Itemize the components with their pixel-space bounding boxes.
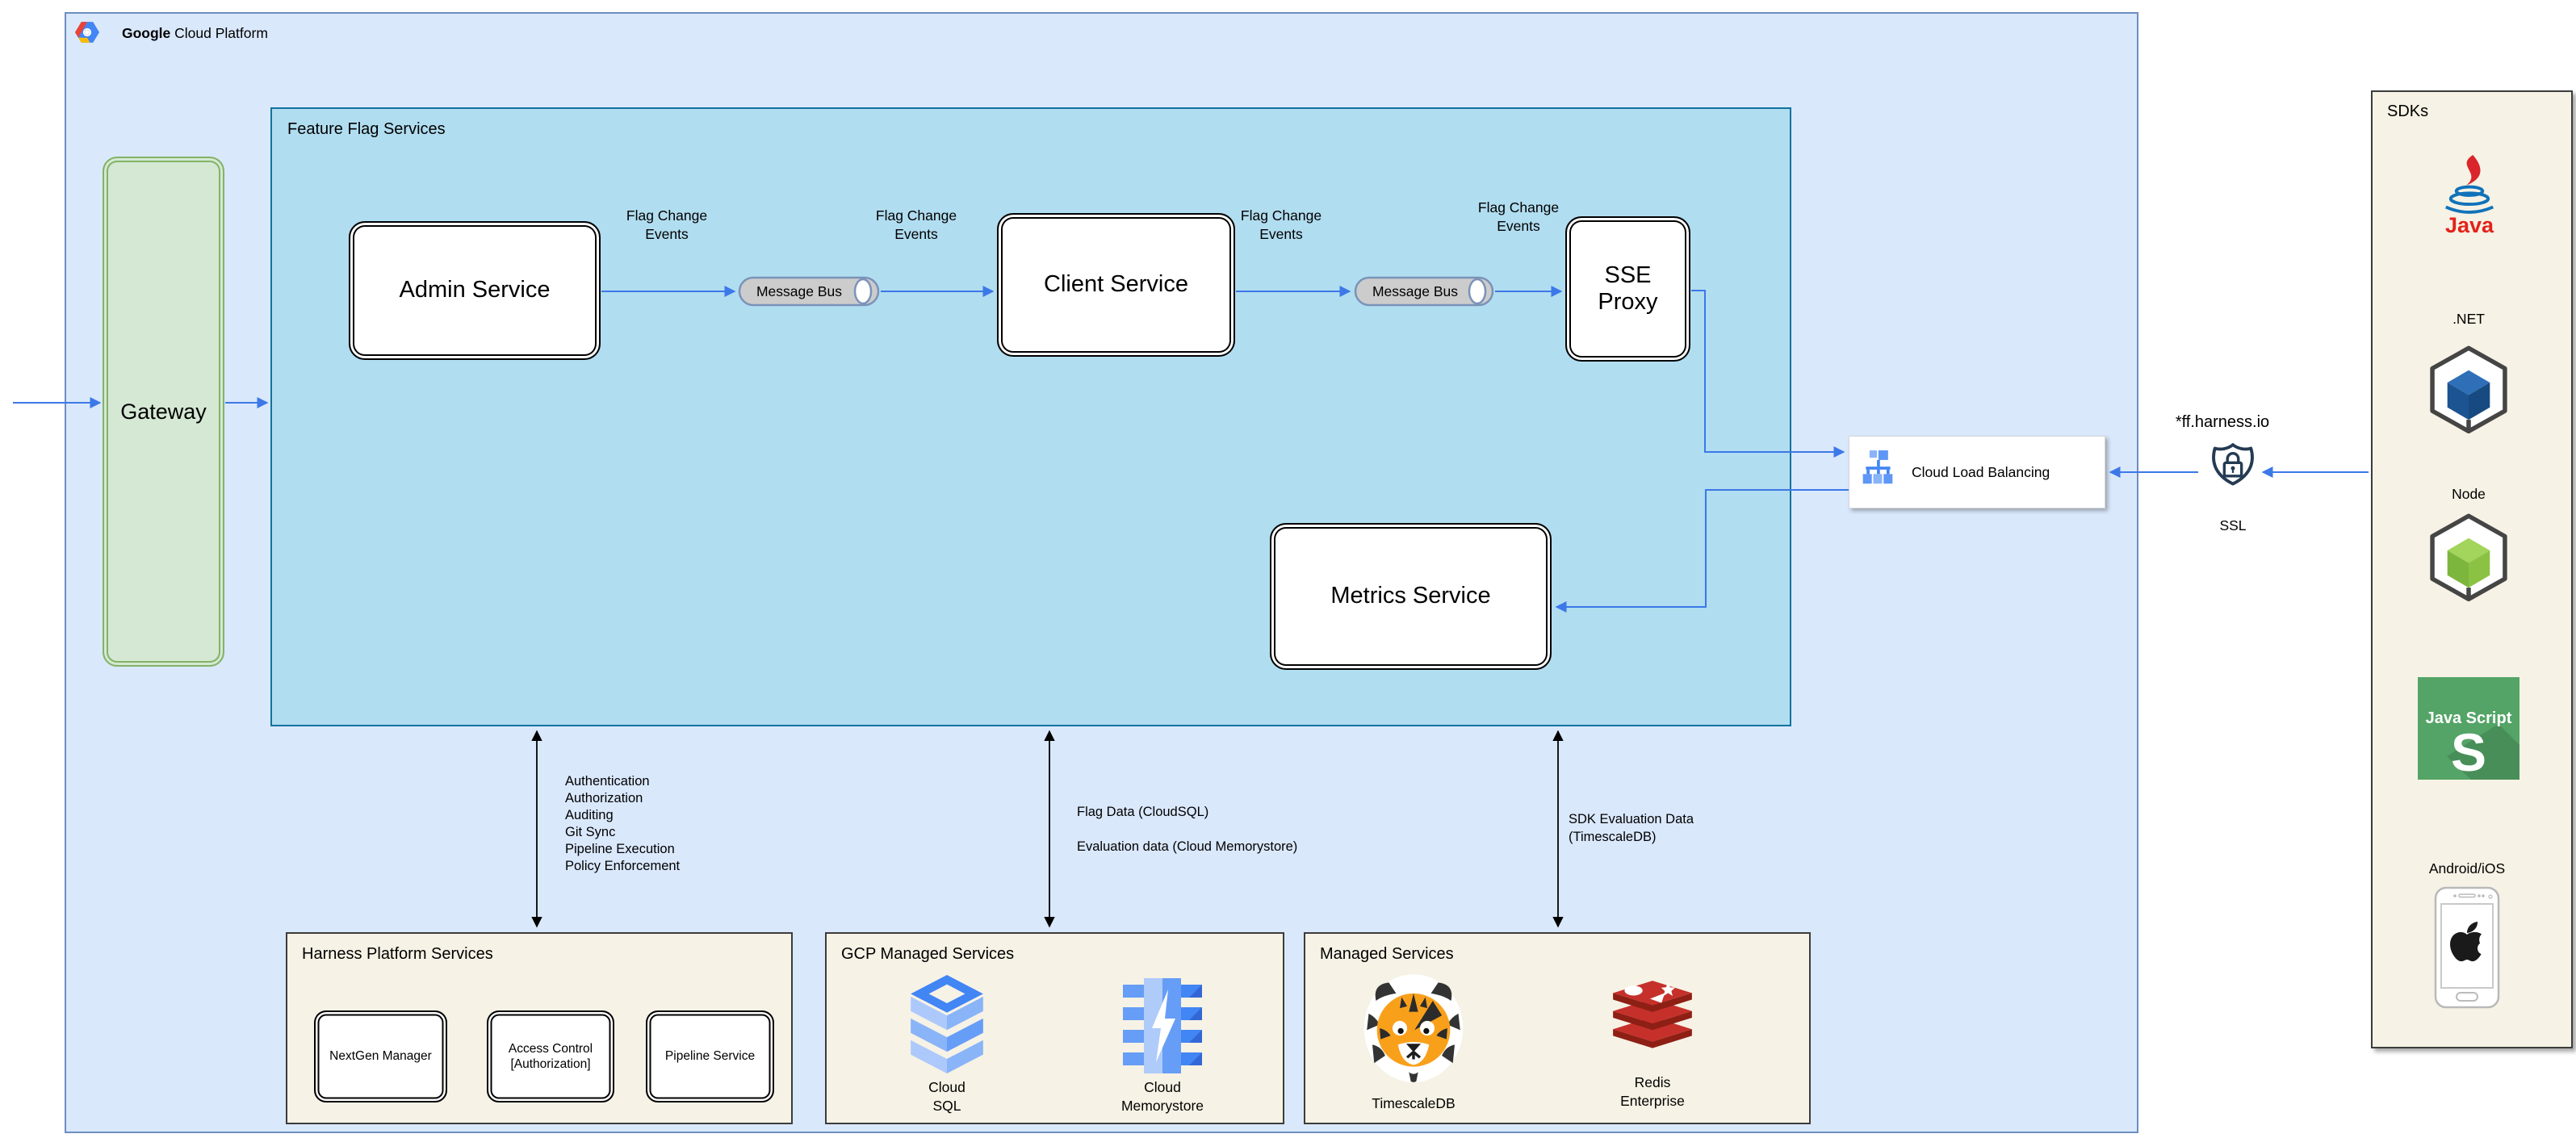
sse-proxy-node: SSE Proxy (1565, 216, 1690, 362)
annotation-line: Authentication (565, 774, 650, 789)
gcp-title-bold: Google (122, 25, 171, 41)
metrics-service-label: Metrics Service (1330, 583, 1491, 609)
managed-services-title: Managed Services (1320, 945, 1454, 963)
gcp-logo-icon (75, 22, 99, 43)
harness-platform-title: Harness Platform Services (302, 945, 493, 963)
nextgen-manager-node: NextGen Manager (314, 1010, 447, 1102)
android-ios-phone-icon (2434, 886, 2500, 1009)
cloud-load-balancing-icon (1862, 450, 1893, 484)
feature-flag-services-title: Feature Flag Services (287, 120, 446, 138)
android-ios-label: Android/iOS (2428, 860, 2506, 877)
evaluation-data-annotation: Evaluation data (Cloud Memorystore) (1077, 839, 1298, 854)
sse-proxy-label: SSE Proxy (1598, 261, 1658, 315)
domain-label: *ff.harness.io (2175, 413, 2270, 431)
sdks-title: SDKs (2387, 103, 2429, 120)
redis-enterprise-label: Redis Enterprise (1620, 1074, 1685, 1109)
cloud-sql-label: Cloud SQL (928, 1079, 965, 1114)
harness-link-annotation: Authentication Authorization Auditing Gi… (565, 773, 680, 875)
annotation-line: Git Sync (565, 825, 616, 839)
cloud-load-balancing-label: Cloud Load Balancing (1912, 464, 2050, 480)
gcp-title-rest: Cloud Platform (174, 25, 268, 41)
annotation-line: Policy Enforcement (565, 859, 681, 873)
pipeline-service-node: Pipeline Service (646, 1010, 774, 1102)
message-bus-1-icon (738, 276, 880, 307)
java-sdk-icon (2444, 155, 2494, 214)
metrics-service-node: Metrics Service (1270, 523, 1552, 670)
flag-change-events-2: Flag Change Events (875, 207, 957, 242)
gateway-label: Gateway (120, 399, 207, 424)
gcp-managed-title: GCP Managed Services (841, 945, 1015, 963)
admin-service-node: Admin Service (349, 221, 601, 360)
annotation-line: Auditing (565, 808, 614, 822)
javascript-shadow-shape (2447, 724, 2519, 780)
flag-change-events-3: Flag Change Events (1240, 207, 1322, 242)
cloud-memorystore-label: Cloud Memorystore (1120, 1079, 1204, 1114)
message-bus-1-label: Message Bus (756, 283, 843, 299)
dotnet-sdk-label: .NET (2452, 311, 2485, 327)
message-bus-2-icon (1354, 276, 1494, 307)
access-control-label: Access Control [Authorization] (508, 1041, 593, 1071)
sdk-evaluation-annotation: SDK Evaluation Data (TimescaleDB) (1569, 812, 1694, 844)
annotation-line: Pipeline Execution (565, 842, 675, 856)
node-sdk-label: Node (2452, 486, 2486, 502)
cloud-memorystore-icon (1123, 978, 1202, 1073)
java-sdk-label: Java (2444, 213, 2494, 237)
flag-change-events-1: Flag Change Events (626, 207, 708, 242)
flag-change-events-4: Flag Change Events (1477, 199, 1560, 234)
pipeline-service-label: Pipeline Service (664, 1049, 756, 1064)
cloud-load-balancing-node (1849, 436, 2105, 508)
annotation-line: Authorization (565, 791, 643, 805)
client-service-node: Client Service (997, 213, 1235, 357)
cloud-sql-icon (911, 975, 983, 1073)
javascript-sdk-s: S (2450, 722, 2487, 780)
javascript-sdk-icon: Java Script S (2418, 677, 2519, 780)
client-service-label: Client Service (1044, 271, 1188, 298)
admin-service-label: Admin Service (399, 277, 551, 303)
timescaledb-label: TimescaleDB (1372, 1095, 1456, 1111)
gateway-node: Gateway (103, 157, 224, 667)
gcp-title: Google Cloud Platform (122, 25, 268, 42)
ssl-label: SSL (2219, 517, 2247, 533)
timescaledb-tiger-icon (1363, 974, 1464, 1082)
redis-icon (1613, 981, 1692, 1048)
ssl-shield-lock-icon (2212, 443, 2254, 486)
access-control-node: Access Control [Authorization] (487, 1010, 614, 1102)
nextgen-manager-label: NextGen Manager (329, 1049, 432, 1064)
flag-data-annotation: Flag Data (CloudSQL) (1077, 805, 1209, 819)
javascript-sdk-title: Java Script (2425, 709, 2512, 727)
node-sdk-icon (2430, 513, 2507, 602)
message-bus-2-label: Message Bus (1372, 283, 1459, 299)
gcp-managed-panel (825, 932, 1284, 1124)
dotnet-sdk-icon (2430, 345, 2507, 434)
